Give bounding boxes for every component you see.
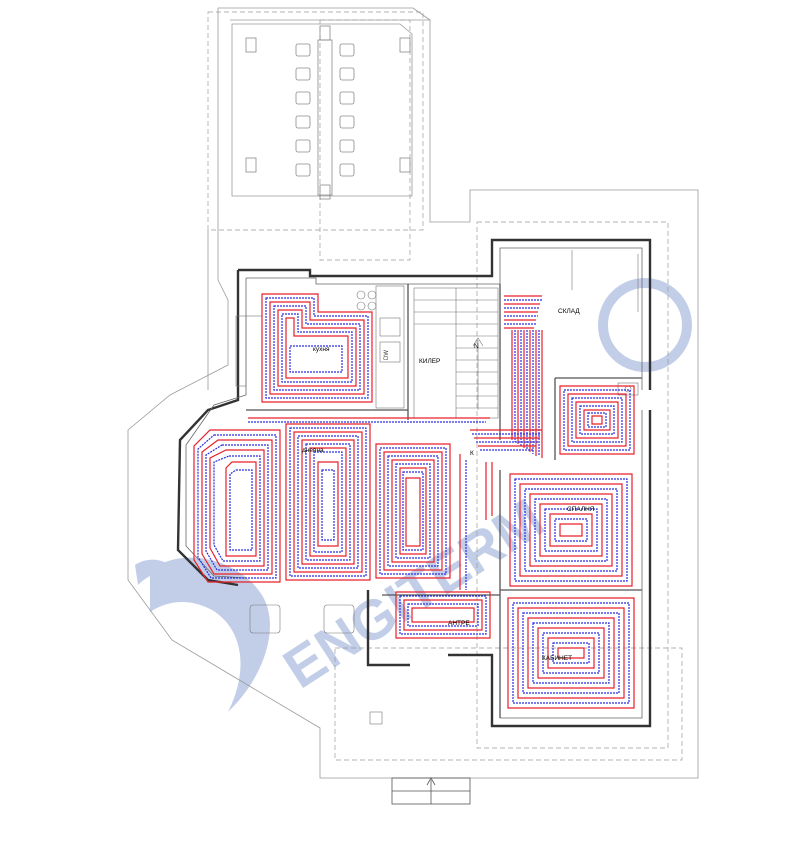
entrance-steps [391,777,471,805]
room-label-bedroom: СПАЛНЯ [567,506,595,513]
dishwasher-label: DW [384,350,390,360]
stair-arrow-label: N [474,343,479,350]
sink-fixture [571,250,639,396]
living-heating-loop [193,417,490,583]
office-heating-loop [507,597,635,709]
entrance-heating-loop [395,454,491,639]
room-label-entrance: АНТРЕ [448,620,470,627]
room-label-pantry: КИЛЕР [419,358,440,365]
armchairs [249,604,383,725]
room-label-hall: К [470,450,474,457]
room-label-storage: СКЛАД [558,308,580,315]
interior-walls [246,284,642,718]
bath-heating-loop [559,385,635,455]
kitchen-heating-loop [261,293,373,403]
room-label-office: КАБИНЕТ [542,655,572,662]
staircase [413,287,499,419]
room-label-kitchen: кухня [313,346,330,353]
exterior-walls [176,238,652,728]
exterior-walls-inner [185,247,643,719]
manifold-feed-lines [470,295,543,520]
bedroom-heating-loop [509,473,633,587]
kitchen-counter [235,285,405,409]
heating-pipes [193,293,635,709]
dining-table [245,25,411,200]
terrace-outline [127,7,699,779]
room-label-living: дневна [302,447,324,454]
